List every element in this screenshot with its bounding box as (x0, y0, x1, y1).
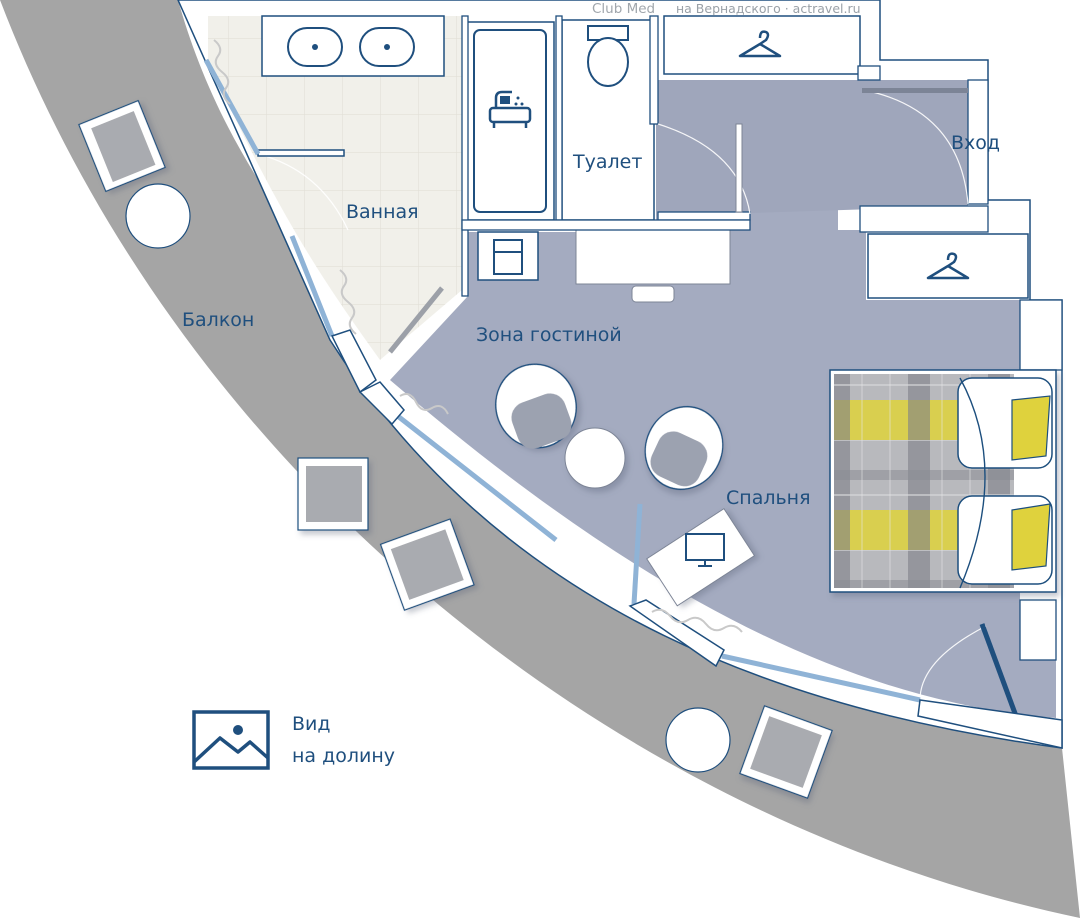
console-table (575, 227, 731, 303)
view-label-line2: на долину (292, 745, 395, 767)
room-label-living: Зона гостиной (476, 324, 622, 346)
interior-walls (461, 15, 1063, 661)
hanger-icon (738, 30, 782, 58)
entrance-floor (656, 80, 968, 216)
door-panels (257, 88, 1019, 717)
view-label-line1: Вид (292, 713, 331, 735)
door-swings (257, 89, 987, 701)
room-label-bathroom: Ванная (346, 201, 419, 223)
room-label-toilet: Туалет (572, 151, 642, 173)
hanger-icon (926, 252, 970, 280)
balcony-windows (203, 58, 921, 703)
bathtub (465, 21, 555, 221)
armchair (495, 363, 577, 449)
coffee-table (564, 427, 626, 489)
bathtub-icon (488, 90, 532, 128)
balcony-table (665, 707, 731, 773)
bathroom-floor (208, 16, 462, 360)
armchair (644, 405, 724, 491)
balcony-chair (379, 518, 475, 611)
balcony-chair (739, 705, 833, 799)
sink-counter (261, 15, 445, 77)
curtains (213, 39, 743, 633)
landscape-icon (192, 710, 270, 770)
toilet-room (561, 19, 655, 221)
room-label-bedroom: Спальня (726, 487, 811, 509)
credit-text: на Вернадского · actravel.ru (676, 1, 861, 16)
room-floor (390, 80, 1056, 718)
room-label-balcony: Балкон (182, 309, 254, 331)
minibar (477, 231, 539, 281)
bed (829, 369, 1057, 593)
window-frames (330, 329, 1063, 749)
balcony-chair (297, 457, 369, 531)
room-label-entrance: Вход (951, 132, 1000, 154)
balcony-chair (78, 99, 166, 193)
balcony-table (125, 183, 191, 249)
monitor-icon (685, 533, 725, 567)
credit-brand: Club Med (592, 1, 655, 17)
